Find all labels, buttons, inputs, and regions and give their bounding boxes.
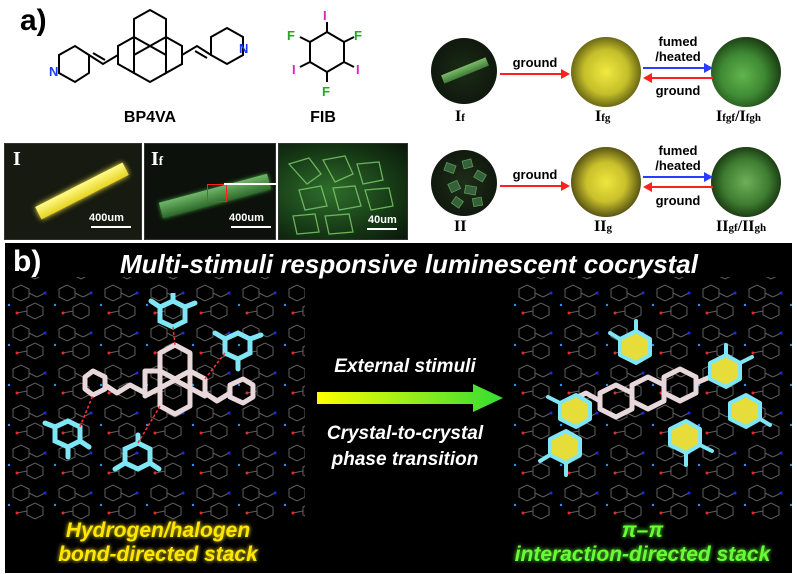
state-label-IIgf-IIgh: IIgf/IIgh	[716, 218, 767, 235]
red-arrow-1	[500, 69, 570, 79]
state-label-IIg: IIg	[594, 218, 612, 235]
zoom-texture	[287, 155, 394, 235]
state-circle-Ifgf	[711, 37, 781, 107]
red-arrow-2	[500, 181, 570, 191]
state-circle-Ifg	[571, 37, 641, 107]
red-back-arrow-2	[643, 182, 713, 192]
state-label-Ifg: Ifg	[595, 108, 611, 125]
crystal-transition-label: Crystal-to-crystal phase transition	[326, 423, 484, 470]
photo-label-If: If	[151, 148, 164, 170]
iodine-atom-top: I	[323, 10, 327, 23]
ground-label-1: ground	[512, 55, 558, 70]
nitrogen-atom-left: N	[49, 64, 58, 79]
right-caption: π–π interaction-directed stack	[514, 519, 771, 566]
state-circle-II	[431, 150, 497, 216]
scale-bar	[91, 226, 131, 228]
ground-back-label-2: ground	[655, 193, 701, 208]
fib-name: FIB	[310, 109, 336, 126]
panel-b-label: b)	[13, 245, 42, 278]
iodine-atom-bl: I	[292, 62, 296, 77]
nitrogen-atom-right: N	[239, 41, 248, 56]
fluorine-atom-tl: F	[287, 28, 295, 43]
fumed-label-1: fumed/heated	[655, 34, 701, 64]
bp4va-name: BP4VA	[123, 109, 177, 126]
blue-arrow-2	[643, 172, 713, 182]
red-back-arrow-1	[643, 73, 713, 83]
panel-a-label: a)	[20, 4, 47, 37]
stimuli-arrow	[317, 384, 503, 412]
scale-label: 400um	[89, 212, 124, 224]
zoom-region-box	[207, 184, 227, 202]
small-crystals	[443, 158, 487, 209]
crystal-photo-If: If 400um	[144, 143, 276, 240]
right-stack-structure	[538, 319, 772, 477]
panel-b: b) Multi-stimuli responsive luminescent …	[5, 243, 792, 573]
panel-b-title: Multi-stimuli responsive luminescent coc…	[120, 249, 698, 279]
left-caption: Hydrogen/halogen bond-directed stack	[58, 519, 258, 566]
blue-arrow-1	[643, 63, 713, 73]
ground-back-label-1: ground	[655, 83, 701, 98]
state-label-Ifgf-Ifgh: Ifgf/Ifgh	[716, 108, 762, 125]
state-circle-IIgf	[711, 147, 781, 217]
state-circle-IIg	[571, 147, 641, 217]
crystal-photo-I: I 400um	[4, 143, 142, 240]
state-label-If: If	[455, 108, 465, 125]
fluorine-atom-bottom: F	[322, 84, 330, 99]
fumed-label-2: fumed/heated	[655, 143, 701, 173]
scale-label: 400um	[229, 212, 264, 224]
bp4va-structure: N N	[49, 8, 248, 84]
state-circle-If	[431, 38, 497, 104]
photo-label-I: I	[13, 148, 21, 170]
left-stack-structure	[42, 293, 264, 472]
iodine-atom-br: I	[356, 62, 360, 77]
external-stimuli-label: External stimuli	[334, 356, 476, 377]
scale-label: 40um	[368, 214, 397, 226]
scale-bar	[231, 226, 271, 228]
crystal-zoom-photo: 40um	[278, 143, 408, 240]
ground-label-2: ground	[512, 167, 558, 182]
fib-structure: I F I F I F	[287, 10, 362, 99]
state-label-II: II	[454, 218, 467, 235]
scale-bar	[367, 228, 397, 230]
yellow-crystal	[35, 162, 129, 220]
fluorine-atom-tr: F	[354, 28, 362, 43]
